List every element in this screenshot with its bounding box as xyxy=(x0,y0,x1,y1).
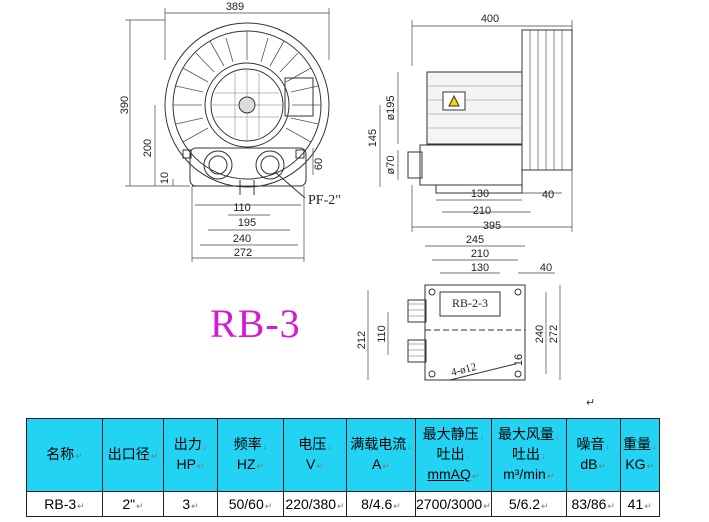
cell-pressure: 2700/3000↵ xyxy=(415,491,492,517)
header-outlet: 出口径↵ xyxy=(102,418,164,492)
dim-bottom-40: 40 xyxy=(540,262,552,274)
front-view xyxy=(164,22,330,199)
header-weight: 重量↓KG↵ xyxy=(619,418,660,492)
model-title: RB-3 xyxy=(210,301,301,346)
header-name: 名称↵ xyxy=(26,418,103,492)
dim-front-272: 272 xyxy=(234,247,252,259)
dim-bottom-240: 240 xyxy=(534,325,546,343)
dim-front-390: 390 xyxy=(119,96,131,114)
table-row: RB-3↵ 2"↵ 3↵ 50/60↵ 220/380↵ 8/4.6↵ 2700… xyxy=(26,491,660,517)
header-current: 满载电流↓A↵ xyxy=(346,418,416,492)
header-voltage: 电压↓V↵ xyxy=(283,418,347,492)
dim-bottom-16: 16 xyxy=(513,354,525,366)
cell-current: 8/4.6↵ xyxy=(346,491,416,517)
dim-side-400: 400 xyxy=(481,13,499,25)
dim-front-10: 10 xyxy=(159,172,171,184)
cell-outlet: 2"↵ xyxy=(102,491,164,517)
header-frequency: 频率↓HZ↵ xyxy=(217,418,284,492)
technical-drawing: 389 390 200 10 60 110 195 240 272 PF-2" xyxy=(119,1,573,381)
dim-bottom-245: 245 xyxy=(466,234,484,246)
cell-weight: 41↵ xyxy=(619,491,660,517)
dim-front-195: 195 xyxy=(238,217,256,229)
spec-header-row: 名称↵ 出口径↵ 出力↓HP↵ 频率↓HZ↵ 电压↓V↵ 满载电流↓A↵ 最大静… xyxy=(26,418,660,492)
dim-bottom-210: 210 xyxy=(471,248,489,260)
header-pressure: 最大静压↓吐出↓mmAQ↵ xyxy=(415,418,492,492)
dim-front-110: 110 xyxy=(233,202,251,214)
bottom-label: RB-2-3 xyxy=(452,296,488,310)
cell-airflow: 5/6.2↵ xyxy=(490,491,567,517)
cell-voltage: 220/380↵ xyxy=(283,491,347,517)
cell-noise: 83/86↵ xyxy=(565,491,621,517)
dim-side-210: 210 xyxy=(473,205,491,217)
dim-front-240: 240 xyxy=(233,233,251,245)
dim-front-389: 389 xyxy=(226,1,244,13)
callout-pf2: PF-2" xyxy=(308,193,341,208)
dim-bottom-130: 130 xyxy=(471,262,489,274)
dim-side-d70: ø70 xyxy=(385,156,397,175)
header-noise: 噪音↓dB↵ xyxy=(565,418,621,492)
cell-frequency: 50/60↵ xyxy=(217,491,284,517)
cell-name: RB-3↵ xyxy=(26,491,103,517)
dim-front-200: 200 xyxy=(142,139,154,157)
dim-side-40: 40 xyxy=(542,189,554,201)
dim-bottom-110: 110 xyxy=(376,325,388,343)
header-airflow: 最大风量↓吐出↓m³/min↵ xyxy=(490,418,567,492)
dim-side-d195: ø195 xyxy=(385,95,397,120)
dim-bottom-272: 272 xyxy=(548,325,560,343)
bottom-view xyxy=(407,284,526,381)
dim-side-395: 395 xyxy=(483,220,501,232)
spec-table: 名称↵ 出口径↵ 出力↓HP↵ 频率↓HZ↵ 电压↓V↵ 满载电流↓A↵ 最大静… xyxy=(26,418,660,517)
dim-front-60: 60 xyxy=(313,158,325,170)
cell-power: 3↵ xyxy=(163,491,218,517)
header-power: 出力↓HP↵ xyxy=(163,418,218,492)
dim-side-145: 145 xyxy=(367,129,379,147)
return-mark: ↵ xyxy=(586,397,596,409)
dim-side-130: 130 xyxy=(471,188,489,200)
dim-bottom-212: 212 xyxy=(356,331,368,349)
side-view xyxy=(407,29,573,194)
